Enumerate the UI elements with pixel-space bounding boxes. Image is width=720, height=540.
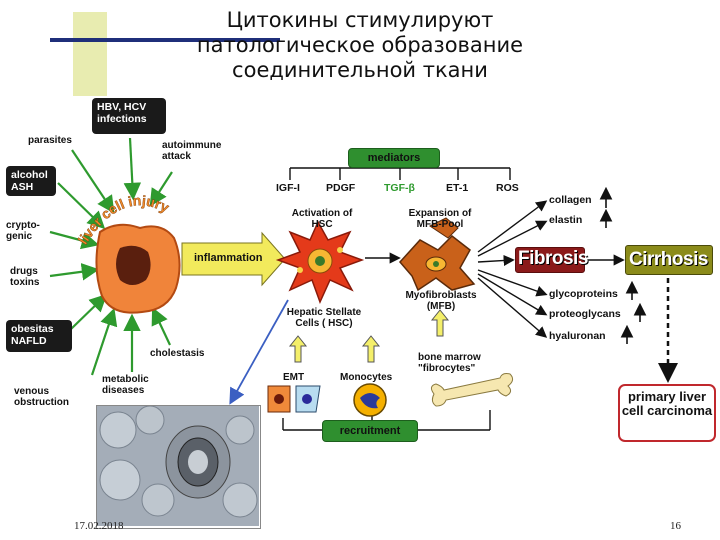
mediator-et1: ET-1 bbox=[446, 182, 469, 194]
cirrhosis-box bbox=[625, 245, 713, 275]
output-elastin: elastin bbox=[549, 214, 583, 226]
carcinoma-box: primary liver cell carcinoma bbox=[618, 384, 716, 442]
title-line-3: соединительной ткани bbox=[232, 58, 488, 82]
mediators-box: mediators bbox=[348, 148, 440, 168]
fibrosis-box bbox=[515, 247, 585, 273]
cause-parasites: parasites bbox=[28, 135, 72, 146]
recruitment-arrows bbox=[288, 309, 450, 363]
slide-decoration-bar bbox=[73, 12, 107, 96]
mfb-label: Myofibroblasts (MFB) bbox=[405, 290, 477, 312]
expansion-label: Expansion of MFB-Pool bbox=[408, 208, 472, 230]
output-collagen: collagen bbox=[549, 194, 592, 206]
micrograph-arrow bbox=[229, 299, 289, 405]
liver-cell-shape bbox=[95, 223, 181, 314]
cause-metabolic: metabolic diseases bbox=[102, 374, 149, 396]
cause-arrows bbox=[49, 137, 173, 376]
title-line-2: патологическое образование bbox=[196, 33, 524, 57]
output-glycoproteins: glycoproteins bbox=[549, 288, 618, 300]
cause-alcohol: alcohol ASH bbox=[6, 166, 56, 196]
emt-cell-shape bbox=[267, 385, 321, 413]
cause-drugs: drugs toxins bbox=[10, 266, 40, 288]
recruitment-box: recruitment bbox=[322, 420, 418, 442]
slide-number: 16 bbox=[670, 520, 681, 532]
mediator-pdgf: PDGF bbox=[326, 182, 356, 194]
bone-marrow-label: bone marrow "fibrocytes" bbox=[418, 352, 481, 374]
inflammation-arrow bbox=[181, 231, 286, 287]
micrograph-frame bbox=[96, 405, 261, 529]
output-proteoglycans: proteoglycans bbox=[549, 308, 621, 320]
mediator-ros: ROS bbox=[496, 182, 519, 194]
activation-label: Activation of HSC bbox=[291, 208, 353, 230]
slide-title: Цитокины стимулируют патологическое обра… bbox=[140, 8, 580, 83]
inflammation-label: inflammation bbox=[194, 252, 263, 264]
output-hyaluronan: hyaluronan bbox=[549, 330, 606, 342]
cause-cholestasis: cholestasis bbox=[150, 348, 205, 359]
cause-autoimmune: autoimmune attack bbox=[162, 140, 222, 162]
monocytes-label: Monocytes bbox=[340, 372, 393, 383]
cirrhosis-label: Cirrhosis bbox=[629, 249, 708, 270]
emt-label: EMT bbox=[283, 372, 305, 383]
cause-venous: venous obstruction bbox=[14, 386, 69, 408]
cause-hbv-hcv: HBV, HCV infections bbox=[92, 98, 166, 134]
bone-shape bbox=[430, 373, 514, 407]
mediator-igf: IGF-I bbox=[276, 182, 300, 194]
slide-date: 17.02.2018 bbox=[74, 520, 124, 532]
cause-obesitas: obesitas NAFLD bbox=[6, 320, 72, 352]
myofibroblast-shapes bbox=[398, 217, 476, 292]
micrograph-image bbox=[97, 405, 259, 526]
title-line-1: Цитокины стимулируют bbox=[226, 8, 494, 32]
monocyte-shape bbox=[353, 383, 387, 417]
mediators-bracket bbox=[289, 167, 511, 180]
hsc-label: Hepatic Stellate Cells ( HSC) bbox=[286, 307, 362, 329]
flow-arrows bbox=[365, 200, 625, 338]
activated-hsc-shape bbox=[275, 220, 365, 304]
mediator-tgf: TGF-β bbox=[384, 182, 415, 194]
slide-decoration-line bbox=[50, 38, 280, 42]
cause-cryptogenic: crypto- genic bbox=[6, 220, 40, 242]
fibrosis-label: Fibrosis bbox=[518, 248, 588, 269]
change-arrows bbox=[599, 186, 647, 344]
